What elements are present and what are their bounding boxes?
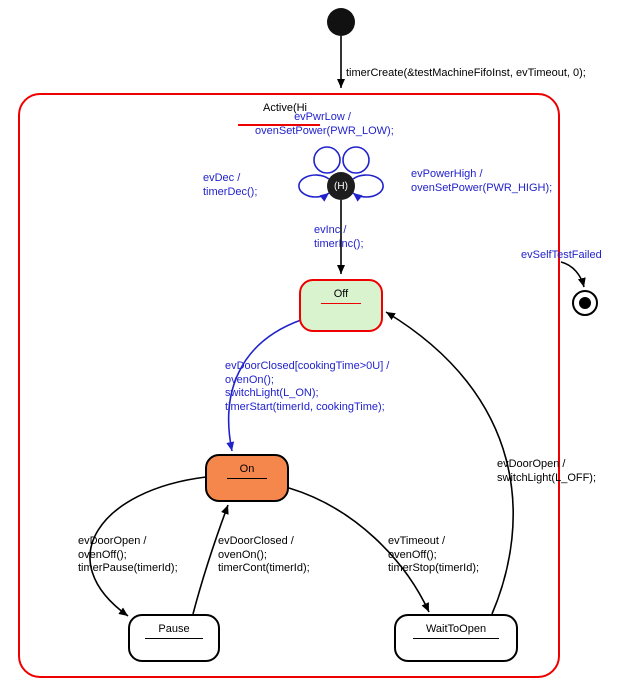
- state-waittoopen-title: WaitToOpen: [412, 623, 500, 639]
- state-off-title: Off: [320, 288, 362, 304]
- transition-label-ev-self-test-failed: evSelfTestFailed: [521, 249, 602, 261]
- transition-label-ev-pwr-low: evPwrLow / ovenSetPower(PWR_LOW);: [255, 111, 394, 137]
- transition-label-ev-dec: evDec / timerDec();: [203, 172, 258, 198]
- final-state-inner-dot: [579, 297, 591, 309]
- state-on[interactable]: On: [205, 454, 289, 502]
- arrow-active-to-final: [560, 261, 586, 288]
- initial-state-dot[interactable]: [327, 8, 355, 36]
- transition-label-ev-timeout-on-wait: evTimeout / ovenOff(); timerStop(timerId…: [388, 535, 480, 574]
- state-pause-title: Pause: [145, 623, 203, 639]
- state-waittoopen[interactable]: WaitToOpen: [394, 614, 518, 662]
- state-off[interactable]: Off: [299, 279, 383, 332]
- active-title-separator: [238, 124, 320, 126]
- final-state[interactable]: [572, 290, 598, 316]
- history-pseudostate[interactable]: (H): [327, 172, 355, 200]
- transition-label-ev-door-open-on-pause: evDoorOpen / ovenOff(); timerPause(timer…: [78, 535, 178, 574]
- transition-label-ev-inc: evInc / timerInc();: [314, 224, 364, 250]
- history-label: (H): [334, 180, 348, 192]
- state-pause[interactable]: Pause: [128, 614, 220, 662]
- transition-label-ev-door-closed-off-on: evDoorClosed[cookingTime>0U] / ovenOn();…: [225, 360, 390, 413]
- transition-label-initial: timerCreate(&testMachineFifoInst, evTime…: [346, 67, 586, 79]
- state-active-title: Active(Hi: [263, 102, 308, 114]
- state-on-title: On: [226, 463, 268, 479]
- transition-label-ev-door-closed-pause-on: evDoorClosed / ovenOn(); timerCont(timer…: [218, 535, 310, 574]
- transition-label-ev-power-high: evPowerHigh / ovenSetPower(PWR_HIGH);: [411, 168, 553, 194]
- transition-label-ev-door-open-wait-off: evDoorOpen / switchLight(L_OFF);: [497, 458, 597, 484]
